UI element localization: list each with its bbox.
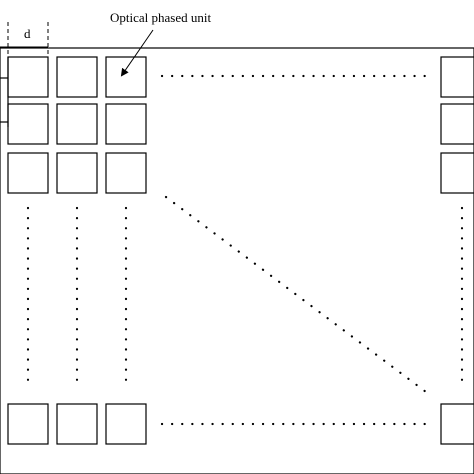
unit-cell [56, 103, 98, 145]
unit-cell [105, 56, 147, 98]
unit-cell [7, 152, 49, 194]
unit-cells [7, 56, 474, 445]
annotation-label: Optical phased unit [110, 10, 211, 25]
unit-cell [7, 403, 49, 445]
array-boundary [0, 47, 474, 474]
spacing-dimension: d [0, 22, 49, 127]
unit-cell [105, 152, 147, 194]
unit-cell [440, 152, 474, 194]
unit-cell [440, 403, 474, 445]
dots-diagonal [164, 195, 432, 397]
continuation-dots [26, 74, 464, 426]
unit-annotation: Optical phased unit [110, 10, 211, 77]
unit-cell [440, 56, 474, 98]
spacing-label: d [24, 26, 31, 41]
annotation-arrow [120, 29, 154, 77]
unit-cell [440, 103, 474, 145]
unit-cell [7, 56, 49, 98]
unit-cell [105, 103, 147, 145]
unit-cell [56, 152, 98, 194]
unit-cell [7, 103, 49, 145]
unit-cell [105, 403, 147, 445]
unit-cell [56, 56, 98, 98]
unit-cell [56, 403, 98, 445]
